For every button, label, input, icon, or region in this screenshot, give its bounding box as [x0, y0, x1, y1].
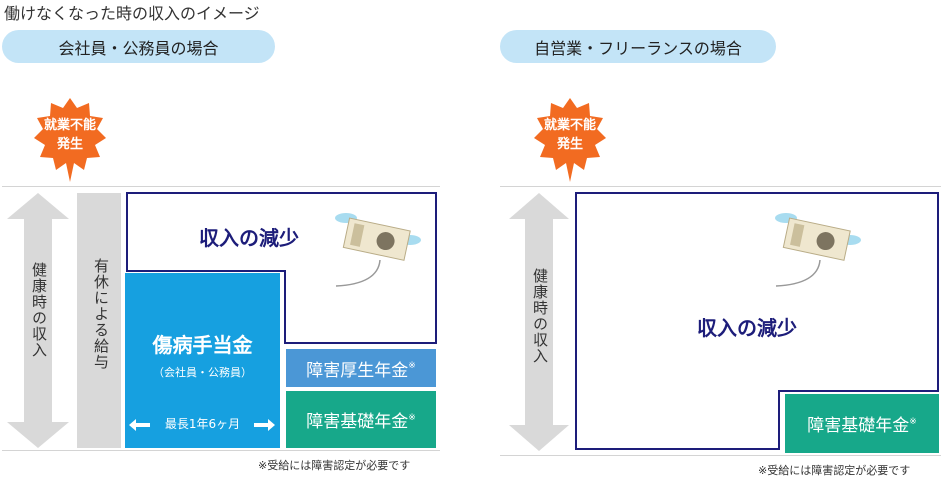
heading-employee: 会社員・公務員の場合: [2, 30, 275, 63]
income-loss-area: [575, 192, 939, 450]
employee-pension-block: 障害厚生年金※: [286, 349, 436, 387]
bottom-rule: [500, 455, 941, 456]
asterisk-mark: ※: [909, 416, 917, 427]
healthy-income-label: 健康時の収入: [30, 262, 48, 358]
basic-pension-label: 障害基礎年金: [306, 412, 409, 432]
income-loss-label: 収入の減少: [697, 316, 797, 340]
sickness-benefit-block: 傷病手当金 （会社員・公務員） 最長1年6ヶ月: [125, 273, 280, 448]
sickness-benefit-sub: （会社員・公務員）: [153, 366, 252, 379]
starburst-icon: [34, 98, 106, 182]
onset-burst: 就業不能 発生: [32, 96, 108, 182]
footnote: ※受給には障害認定が必要です: [758, 464, 911, 477]
basic-pension-block: 障害基礎年金※: [785, 394, 939, 453]
double-arrow-icon: [509, 193, 569, 451]
footnote: ※受給には障害認定が必要です: [258, 459, 411, 472]
basic-pension-block: 障害基礎年金※: [286, 391, 436, 448]
page-title: 働けなくなった時の収入のイメージ: [4, 4, 260, 23]
top-rule: [500, 186, 941, 187]
starburst-icon: [534, 98, 606, 182]
onset-burst: 就業不能 発生: [532, 96, 608, 182]
burst-line-1: 就業不能: [43, 118, 96, 133]
burst-line-1: 就業不能: [543, 118, 596, 133]
paid-leave-label: 有休による給与: [92, 258, 110, 370]
duration-arrow-icon: [129, 419, 275, 431]
paid-leave-column: [77, 193, 121, 448]
heading-self-employed: 自営業・フリーランスの場合: [500, 30, 776, 63]
healthy-income-label: 健康時の収入: [531, 268, 549, 364]
income-loss-label: 収入の減少: [199, 226, 299, 250]
employee-pension-label: 障害厚生年金: [306, 360, 409, 381]
sickness-benefit-label: 傷病手当金: [152, 333, 253, 357]
top-rule: [2, 186, 440, 187]
flying-banknote-icon: [775, 213, 861, 287]
duration-label: 最長1年6ヶ月: [164, 417, 241, 431]
asterisk-mark: ※: [408, 361, 416, 371]
basic-pension-label: 障害基礎年金: [807, 416, 910, 436]
burst-line-2: 発生: [56, 137, 83, 152]
double-arrow-icon: [7, 193, 69, 448]
asterisk-mark: ※: [408, 412, 416, 423]
burst-line-2: 発生: [556, 137, 583, 152]
bottom-rule: [2, 450, 440, 451]
flying-banknote-icon: [335, 213, 421, 287]
